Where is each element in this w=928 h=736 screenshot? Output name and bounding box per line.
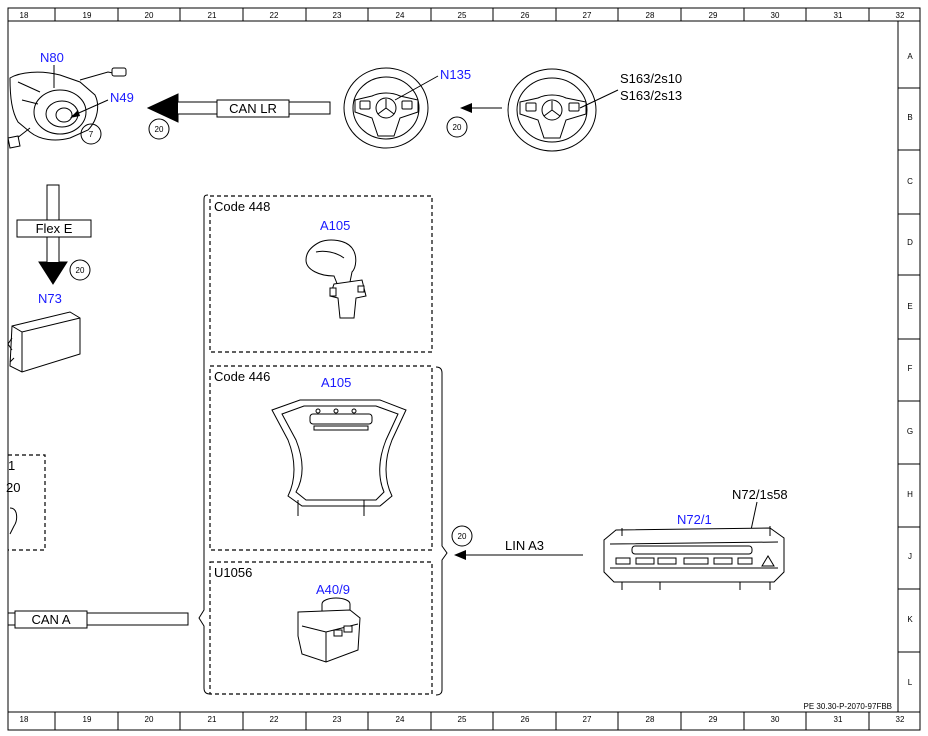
partial-box-text-2: 20 — [6, 480, 20, 495]
col-label-bottom: 25 — [458, 715, 467, 724]
circle-20-switch — [446, 116, 468, 138]
row-label: J — [908, 552, 912, 561]
circle-20-switch-text: 20 — [453, 123, 462, 132]
col-label-bottom: 32 — [896, 715, 905, 724]
can-a-label: CAN A — [31, 612, 70, 627]
lin-a3-arrowhead — [454, 550, 466, 560]
col-label-top: 25 — [458, 11, 467, 20]
partial-dashed-box — [8, 454, 46, 551]
n135-steering-wheel — [343, 67, 429, 149]
circle-20-can-lr — [148, 118, 170, 140]
left-bracket — [198, 194, 211, 695]
flex-e-label: Flex E — [36, 221, 73, 236]
col-label-top: 30 — [771, 11, 780, 20]
right-bracket — [435, 366, 448, 696]
col-label-top: 19 — [83, 11, 92, 20]
row-label: K — [907, 615, 913, 624]
n73-module — [7, 311, 81, 373]
row-label: G — [907, 427, 913, 436]
col-label-top: 24 — [396, 11, 405, 20]
lin-a3-label: LIN A3 — [505, 538, 544, 553]
col-label-bottom: 22 — [270, 715, 279, 724]
col-label-bottom: 19 — [83, 715, 92, 724]
col-label-bottom: 28 — [646, 715, 655, 724]
col-label-bottom: 18 — [20, 715, 29, 724]
circle-20-lin-text: 20 — [458, 532, 467, 541]
row-label: F — [908, 364, 913, 373]
n49-label: N49 — [110, 90, 134, 105]
circle-7-text: 7 — [89, 130, 94, 139]
a40-9-controller — [297, 597, 361, 663]
col-label-bottom: 29 — [709, 715, 718, 724]
u1056-label: U1056 — [214, 565, 252, 580]
col-label-top: 21 — [208, 11, 217, 20]
a105-448-label: A105 — [320, 218, 350, 233]
column-ticks — [54, 8, 870, 730]
col-label-bottom: 30 — [771, 715, 780, 724]
col-label-top: 20 — [145, 11, 154, 20]
col-label-top: 28 — [646, 11, 655, 20]
s163-steering-wheel — [507, 68, 597, 152]
col-label-bottom: 31 — [834, 715, 843, 724]
col-label-top: 22 — [270, 11, 279, 20]
n72-1-label: N72/1 — [677, 512, 712, 527]
col-label-bottom: 27 — [583, 715, 592, 724]
row-label: L — [908, 678, 913, 687]
n72-1-control-panel — [603, 526, 785, 590]
col-label-bottom: 24 — [396, 715, 405, 724]
outer-frame — [7, 7, 921, 731]
n135-leader — [394, 75, 439, 101]
a40-9-label: A40/9 — [316, 582, 350, 597]
circle-20-can-lr-text: 20 — [155, 125, 164, 134]
s163-2s10-label: S163/2s10 — [620, 71, 682, 86]
n49-arrowhead — [70, 110, 80, 118]
u1056-box — [209, 561, 433, 695]
row-label: C — [907, 177, 913, 186]
circle-20-flex — [69, 259, 91, 281]
row-label: E — [907, 302, 912, 311]
code-446-label: Code 446 — [214, 369, 270, 384]
n73-label: N73 — [38, 291, 62, 306]
row-ticks — [898, 87, 920, 653]
circle-7 — [80, 123, 102, 145]
a105-selector-lever — [305, 239, 367, 319]
code-448-label: Code 448 — [214, 199, 270, 214]
a105-control-panel — [271, 399, 407, 516]
row-label: B — [907, 113, 912, 122]
n135-label: N135 — [440, 67, 471, 82]
switch-to-n135-arrowhead — [460, 103, 472, 113]
col-label-top: 32 — [896, 11, 905, 20]
col-label-bottom: 23 — [333, 715, 342, 724]
row-label: A — [907, 52, 913, 61]
col-label-top: 31 — [834, 11, 843, 20]
row-label: D — [907, 238, 913, 247]
footer-reference: PE 30.30-P-2070-97FBB — [804, 702, 893, 711]
can-lr-label: CAN LR — [229, 101, 277, 116]
partial-box-text-1: 1 — [8, 458, 15, 473]
circle-20-flex-text: 20 — [76, 266, 85, 275]
can-lr-bus-arrow — [146, 93, 331, 123]
row-label: H — [907, 490, 913, 499]
a105-446-label: A105 — [321, 375, 351, 390]
n80-label: N80 — [40, 50, 64, 65]
col-label-top: 23 — [333, 11, 342, 20]
partial-box-part — [9, 507, 18, 535]
col-label-top: 29 — [709, 11, 718, 20]
col-label-top: 27 — [583, 11, 592, 20]
can-a-bus — [7, 610, 189, 629]
n80-steering-column-module — [7, 67, 127, 149]
col-label-bottom: 26 — [521, 715, 530, 724]
col-label-bottom: 21 — [208, 715, 217, 724]
n72-1s58-label: N72/1s58 — [732, 487, 788, 502]
col-label-top: 18 — [20, 11, 29, 20]
col-label-bottom: 20 — [145, 715, 154, 724]
s163-leader — [579, 89, 619, 109]
col-label-top: 26 — [521, 11, 530, 20]
circle-20-lin — [451, 525, 473, 547]
s163-2s13-label: S163/2s13 — [620, 88, 682, 103]
flex-e-bus-arrow — [16, 184, 92, 285]
